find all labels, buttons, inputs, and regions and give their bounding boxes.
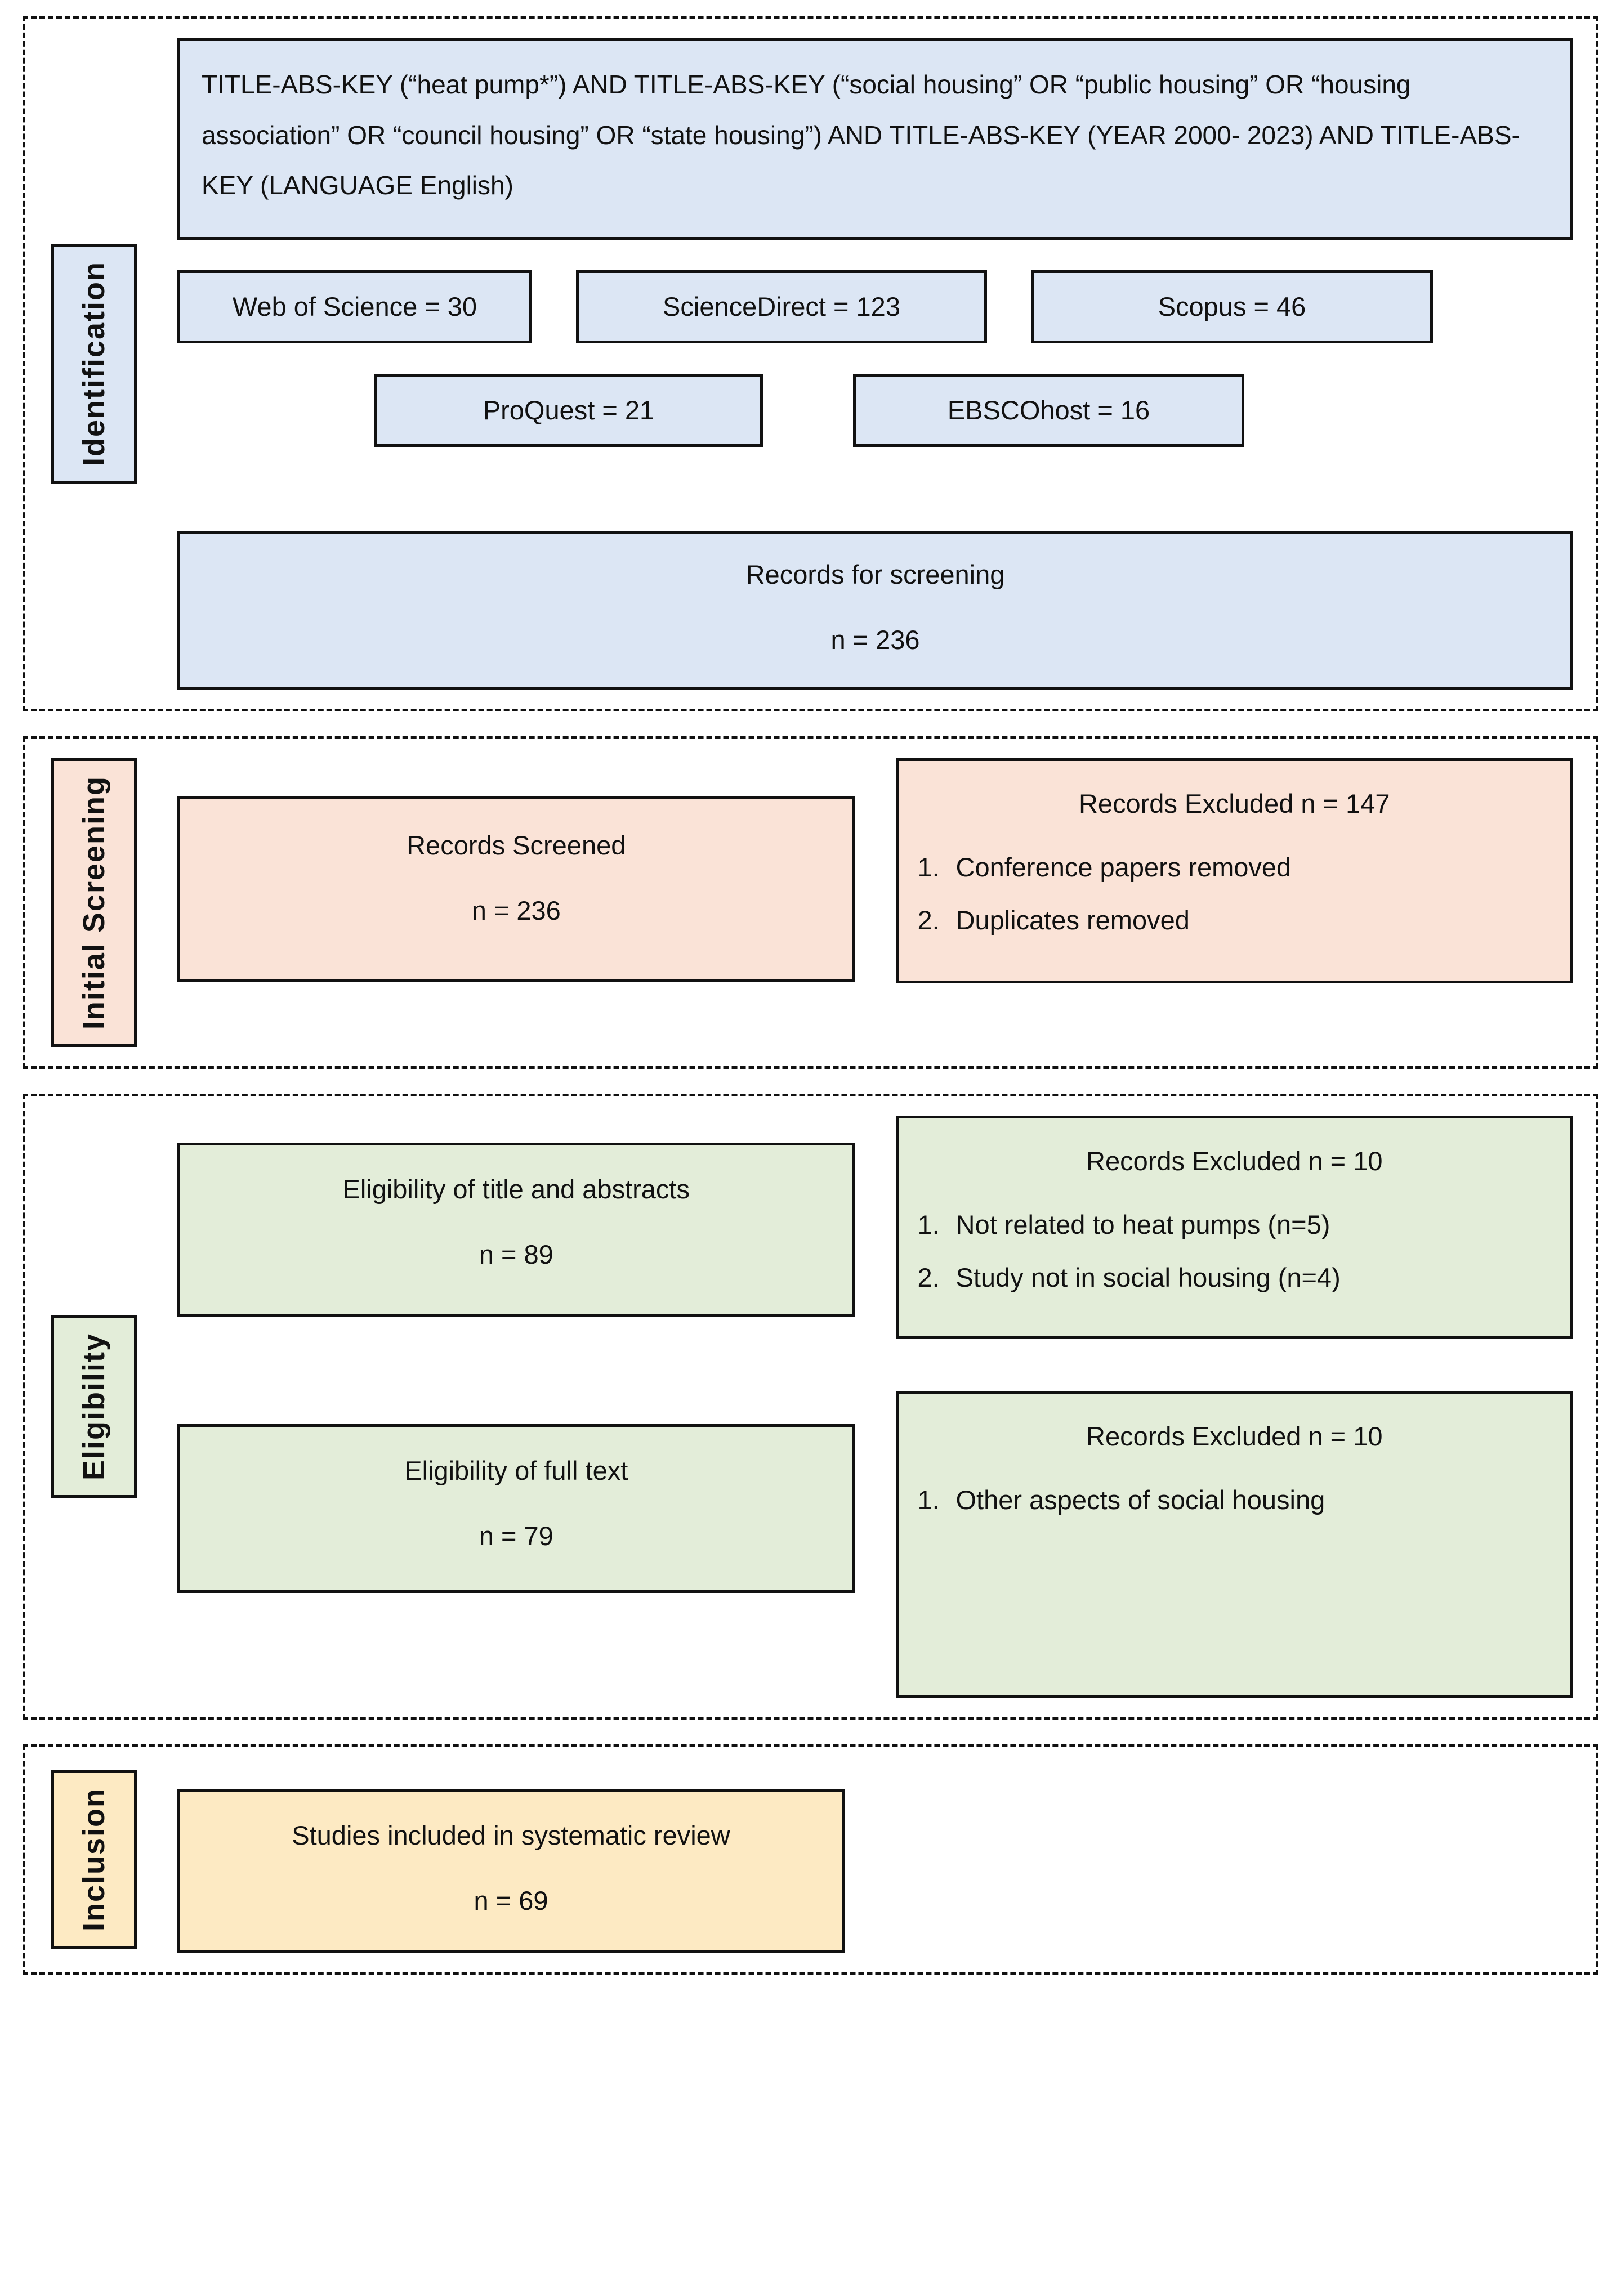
records-excluded-eligibility-box-2: Records Excluded n = 10 Other aspects of… <box>895 1390 1573 1698</box>
database-label-scopus: Scopus = 46 <box>1158 292 1306 322</box>
screening-content: Records Screened n = 236 Records Exclude… <box>141 758 1573 1047</box>
records-screened-box: Records Screened n = 236 <box>177 796 855 982</box>
records-for-screening-box: Records for screening n = 236 <box>177 531 1573 690</box>
database-box-sciencedirect: ScienceDirect = 123 <box>576 270 987 344</box>
identification-content: TITLE-ABS-KEY (“heat pump*”) AND TITLE-A… <box>141 38 1573 690</box>
database-box-scopus: Scopus = 46 <box>1031 270 1433 344</box>
stage-label-initial-screening: Initial Screening <box>51 758 137 1047</box>
database-box-proquest: ProQuest = 21 <box>374 374 763 447</box>
stage-label-eligibility-text: Eligibility <box>77 1332 111 1480</box>
stage-label-identification-text: Identification <box>77 261 111 466</box>
studies-included-box: Studies included in systematic review n … <box>177 1788 845 1954</box>
list-item: Study not in social housing (n=4) <box>918 1258 1341 1297</box>
eligibility-full-text-box: Eligibility of full text n = 79 <box>177 1424 855 1593</box>
database-row-2: ProQuest = 21 EBSCOhost = 16 <box>177 374 1573 447</box>
stage-label-eligibility: Eligibility <box>51 1315 137 1498</box>
database-box-ebscohost: EBSCOhost = 16 <box>853 374 1244 447</box>
stage-label-inclusion-text: Inclusion <box>77 1788 111 1932</box>
inclusion-label-column: Inclusion <box>51 1766 141 1953</box>
search-query-text: TITLE-ABS-KEY (“heat pump*”) AND TITLE-A… <box>202 70 1520 200</box>
stage-identification: Identification TITLE-ABS-KEY (“heat pump… <box>23 16 1598 711</box>
records-excluded-eligibility-reason-list-2: Other aspects of social housing <box>918 1480 1552 1520</box>
screening-right-column: Records Excluded n = 147 Conference pape… <box>895 758 1573 983</box>
records-for-screening-title: Records for screening <box>745 560 1005 590</box>
database-label-web-of-science: Web of Science = 30 <box>232 292 477 322</box>
search-query-box: TITLE-ABS-KEY (“heat pump*”) AND TITLE-A… <box>177 38 1573 240</box>
records-screened-title: Records Screened <box>407 830 626 860</box>
stage-label-initial-screening-text: Initial Screening <box>77 775 111 1030</box>
row-spacer <box>532 270 576 343</box>
list-item: Conference papers removed <box>918 848 1292 887</box>
records-for-screening-count: n = 236 <box>830 625 920 655</box>
database-label-proquest: ProQuest = 21 <box>483 395 655 426</box>
database-label-ebscohost: EBSCOhost = 16 <box>947 395 1150 426</box>
row-spacer <box>987 270 1031 343</box>
studies-included-count: n = 69 <box>474 1885 548 1915</box>
inclusion-content: Studies included in systematic review n … <box>141 1766 1573 1954</box>
database-label-sciencedirect: ScienceDirect = 123 <box>663 292 900 322</box>
eligibility-title-abstracts-box: Eligibility of title and abstracts n = 8… <box>177 1142 855 1317</box>
screening-left-column: Records Screened n = 236 <box>177 758 855 983</box>
eligibility-title-abstracts-count: n = 89 <box>479 1239 553 1269</box>
stage-initial-screening: Initial Screening Records Screened n = 2… <box>23 736 1598 1069</box>
database-box-web-of-science: Web of Science = 30 <box>177 270 532 344</box>
eligibility-content: Eligibility of title and abstracts n = 8… <box>141 1115 1573 1698</box>
records-excluded-eligibility-heading-2: Records Excluded n = 10 <box>1086 1421 1383 1451</box>
records-excluded-eligibility-box-1: Records Excluded n = 10 Not related to h… <box>895 1115 1573 1339</box>
eligibility-right-column: Records Excluded n = 10 Not related to h… <box>895 1115 1573 1698</box>
eligibility-left-column: Eligibility of title and abstracts n = 8… <box>177 1116 855 1698</box>
stage-eligibility: Eligibility Eligibility of title and abs… <box>23 1093 1598 1720</box>
eligibility-full-text-count: n = 79 <box>479 1520 553 1551</box>
prisma-flow-diagram: Identification TITLE-ABS-KEY (“heat pump… <box>23 16 1598 1976</box>
row-spacer <box>763 374 853 447</box>
records-excluded-screening-reason-list: Conference papers removed Duplicates rem… <box>918 848 1552 941</box>
screening-label-column: Initial Screening <box>51 758 141 1047</box>
stage-label-inclusion: Inclusion <box>51 1770 137 1949</box>
records-excluded-eligibility-heading-1: Records Excluded n = 10 <box>1086 1145 1383 1176</box>
list-item: Other aspects of social housing <box>918 1480 1325 1520</box>
records-excluded-screening-box: Records Excluded n = 147 Conference pape… <box>895 758 1573 983</box>
stage-inclusion: Inclusion Studies included in systematic… <box>23 1744 1598 1976</box>
identification-label-column: Identification <box>51 38 141 690</box>
records-excluded-eligibility-reason-list-1: Not related to heat pumps (n=5) Study no… <box>918 1205 1552 1298</box>
list-item: Not related to heat pumps (n=5) <box>918 1205 1330 1245</box>
studies-included-title: Studies included in systematic review <box>292 1820 730 1850</box>
database-row-1: Web of Science = 30 ScienceDirect = 123 … <box>177 270 1573 344</box>
records-screened-count: n = 236 <box>471 895 561 925</box>
stage-label-identification: Identification <box>51 243 137 484</box>
eligibility-label-column: Eligibility <box>51 1116 141 1698</box>
eligibility-title-abstracts-title: Eligibility of title and abstracts <box>342 1174 690 1204</box>
list-item: Duplicates removed <box>918 901 1190 940</box>
records-excluded-screening-heading: Records Excluded n = 147 <box>1078 788 1390 818</box>
eligibility-full-text-title: Eligibility of full text <box>404 1455 628 1485</box>
